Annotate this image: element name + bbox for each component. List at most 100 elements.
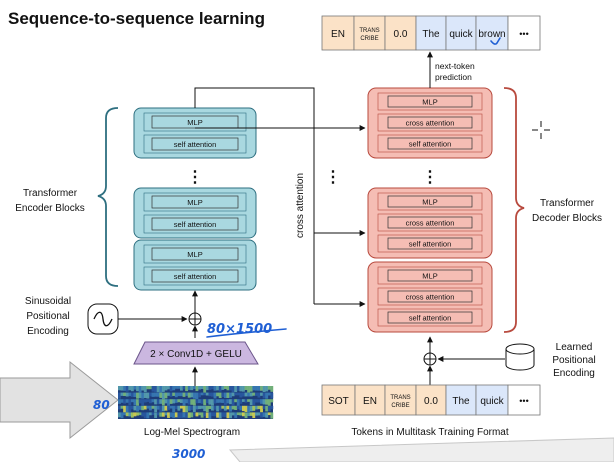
spectrogram-cell bbox=[190, 386, 194, 391]
spectrogram-cell bbox=[247, 399, 251, 402]
spectrogram-cell bbox=[267, 392, 271, 396]
decoder-mlp-box bbox=[387, 95, 473, 108]
decoder-self-attention-label: self attention bbox=[409, 140, 452, 149]
spectrogram-cell bbox=[136, 405, 139, 412]
decoder-self-attention-label: self attention bbox=[409, 240, 452, 249]
sinusoid-label-line3: Encoding bbox=[27, 326, 69, 337]
spectrogram-cell bbox=[182, 399, 186, 406]
spectrogram-cell bbox=[211, 392, 214, 397]
encoder-label-line1: Transformer bbox=[23, 188, 78, 199]
spectrogram-cell bbox=[198, 386, 201, 390]
spectrogram-cell bbox=[123, 399, 127, 404]
spectrogram-cell bbox=[151, 386, 155, 392]
spectrogram-cell bbox=[187, 399, 191, 405]
spectrogram-cell bbox=[141, 399, 145, 406]
spectrogram-cell bbox=[218, 412, 222, 419]
spectrogram-cell bbox=[192, 392, 196, 399]
spectrogram-cell bbox=[161, 405, 165, 412]
input-token-box bbox=[507, 384, 541, 416]
decoder-cross-attention-box bbox=[387, 216, 473, 229]
input-token-box bbox=[384, 384, 417, 416]
learned-label-line2: Positional bbox=[552, 355, 595, 366]
decoder-cross-attention-box bbox=[387, 290, 473, 303]
learned-label-line1: Learned bbox=[556, 342, 593, 353]
spectrogram-cell bbox=[141, 386, 145, 391]
spectrogram-cell bbox=[254, 412, 258, 416]
spectrogram-cell bbox=[244, 405, 248, 412]
spectrogram-cell bbox=[213, 405, 217, 410]
encoder-block-frame bbox=[133, 187, 257, 239]
spectrogram-cell bbox=[239, 392, 243, 398]
cross-attention-wire bbox=[194, 87, 315, 304]
decoder-label-line1: Transformer bbox=[540, 198, 595, 209]
spectrogram-cell bbox=[226, 392, 230, 398]
encoder-mlp-label: MLP bbox=[187, 198, 202, 207]
encoder-mlp-box bbox=[151, 195, 239, 209]
spectrogram-cell bbox=[205, 405, 209, 413]
spectrogram-cell bbox=[229, 399, 232, 405]
spectrogram-cell bbox=[249, 386, 253, 392]
spectrogram-cell bbox=[270, 412, 274, 419]
spectrogram-cell bbox=[257, 412, 261, 416]
spectrogram-cell bbox=[138, 412, 142, 416]
spectrogram-cell bbox=[133, 399, 137, 406]
spectrogram-cell bbox=[200, 392, 204, 396]
output-token-box bbox=[507, 15, 541, 51]
spectrogram-cell bbox=[141, 392, 145, 399]
output-token-label: The bbox=[422, 29, 440, 40]
input-token-label: EN bbox=[363, 396, 377, 407]
spectrogram-cell bbox=[128, 399, 132, 406]
spectrogram-cell bbox=[123, 405, 127, 413]
log-mel-spectrogram bbox=[118, 386, 274, 419]
spectrogram-cell bbox=[216, 405, 220, 412]
decoder-label-line2: Decoder Blocks bbox=[532, 213, 602, 224]
spectrogram-cell bbox=[138, 386, 142, 393]
encoder-block-frame bbox=[133, 107, 257, 159]
spectrogram-cell bbox=[198, 399, 201, 404]
spectrogram-cell bbox=[195, 405, 199, 410]
spectrogram-cell bbox=[265, 399, 269, 405]
input-token-label: SOT bbox=[328, 396, 349, 407]
decoder-cross-attention-residual bbox=[377, 113, 483, 132]
encoder-mlp-box bbox=[151, 247, 239, 261]
spectrogram-cell bbox=[185, 412, 189, 418]
spectrogram-label: Log-Mel Spectrogram bbox=[144, 427, 240, 438]
spectrogram-cell bbox=[167, 392, 170, 396]
database-icon bbox=[505, 343, 535, 371]
spectrogram-cell bbox=[161, 399, 165, 406]
spectrogram-cell bbox=[270, 405, 274, 410]
spectrogram-cell bbox=[128, 405, 132, 413]
decoder-mlp-label: MLP bbox=[422, 272, 437, 281]
spectrogram-cell bbox=[123, 392, 127, 396]
spectrogram-cell bbox=[187, 392, 191, 398]
spectrogram-cell bbox=[125, 405, 129, 413]
spectrogram-cell bbox=[125, 392, 129, 397]
sinusoid-label-line1: Sinusoidal bbox=[25, 296, 71, 307]
spectrogram-cell bbox=[216, 399, 220, 403]
spectrogram-cell bbox=[249, 392, 253, 397]
spectrogram-cell bbox=[216, 392, 220, 397]
output-token-label: EN bbox=[331, 29, 345, 40]
spectrogram-cell bbox=[164, 386, 168, 391]
spectrogram-cell bbox=[185, 405, 189, 413]
spectrogram-cell bbox=[143, 399, 147, 403]
spectrogram-cell bbox=[218, 392, 222, 398]
spectrogram-cell bbox=[247, 412, 251, 417]
decoder-cross-attention-residual bbox=[377, 287, 483, 306]
spectrogram-cell bbox=[187, 405, 191, 411]
decoder-cross-attention-residual bbox=[377, 213, 483, 232]
spectrogram-cell bbox=[229, 405, 232, 412]
spectrogram-cell bbox=[130, 392, 134, 397]
encoder-ellipsis: ⋮ bbox=[187, 169, 203, 186]
spectrogram-cell bbox=[231, 412, 235, 416]
input-token-label-line2: CRIBE bbox=[391, 403, 409, 409]
spectrogram-cell bbox=[128, 386, 132, 391]
spectrogram-cell bbox=[143, 392, 147, 399]
